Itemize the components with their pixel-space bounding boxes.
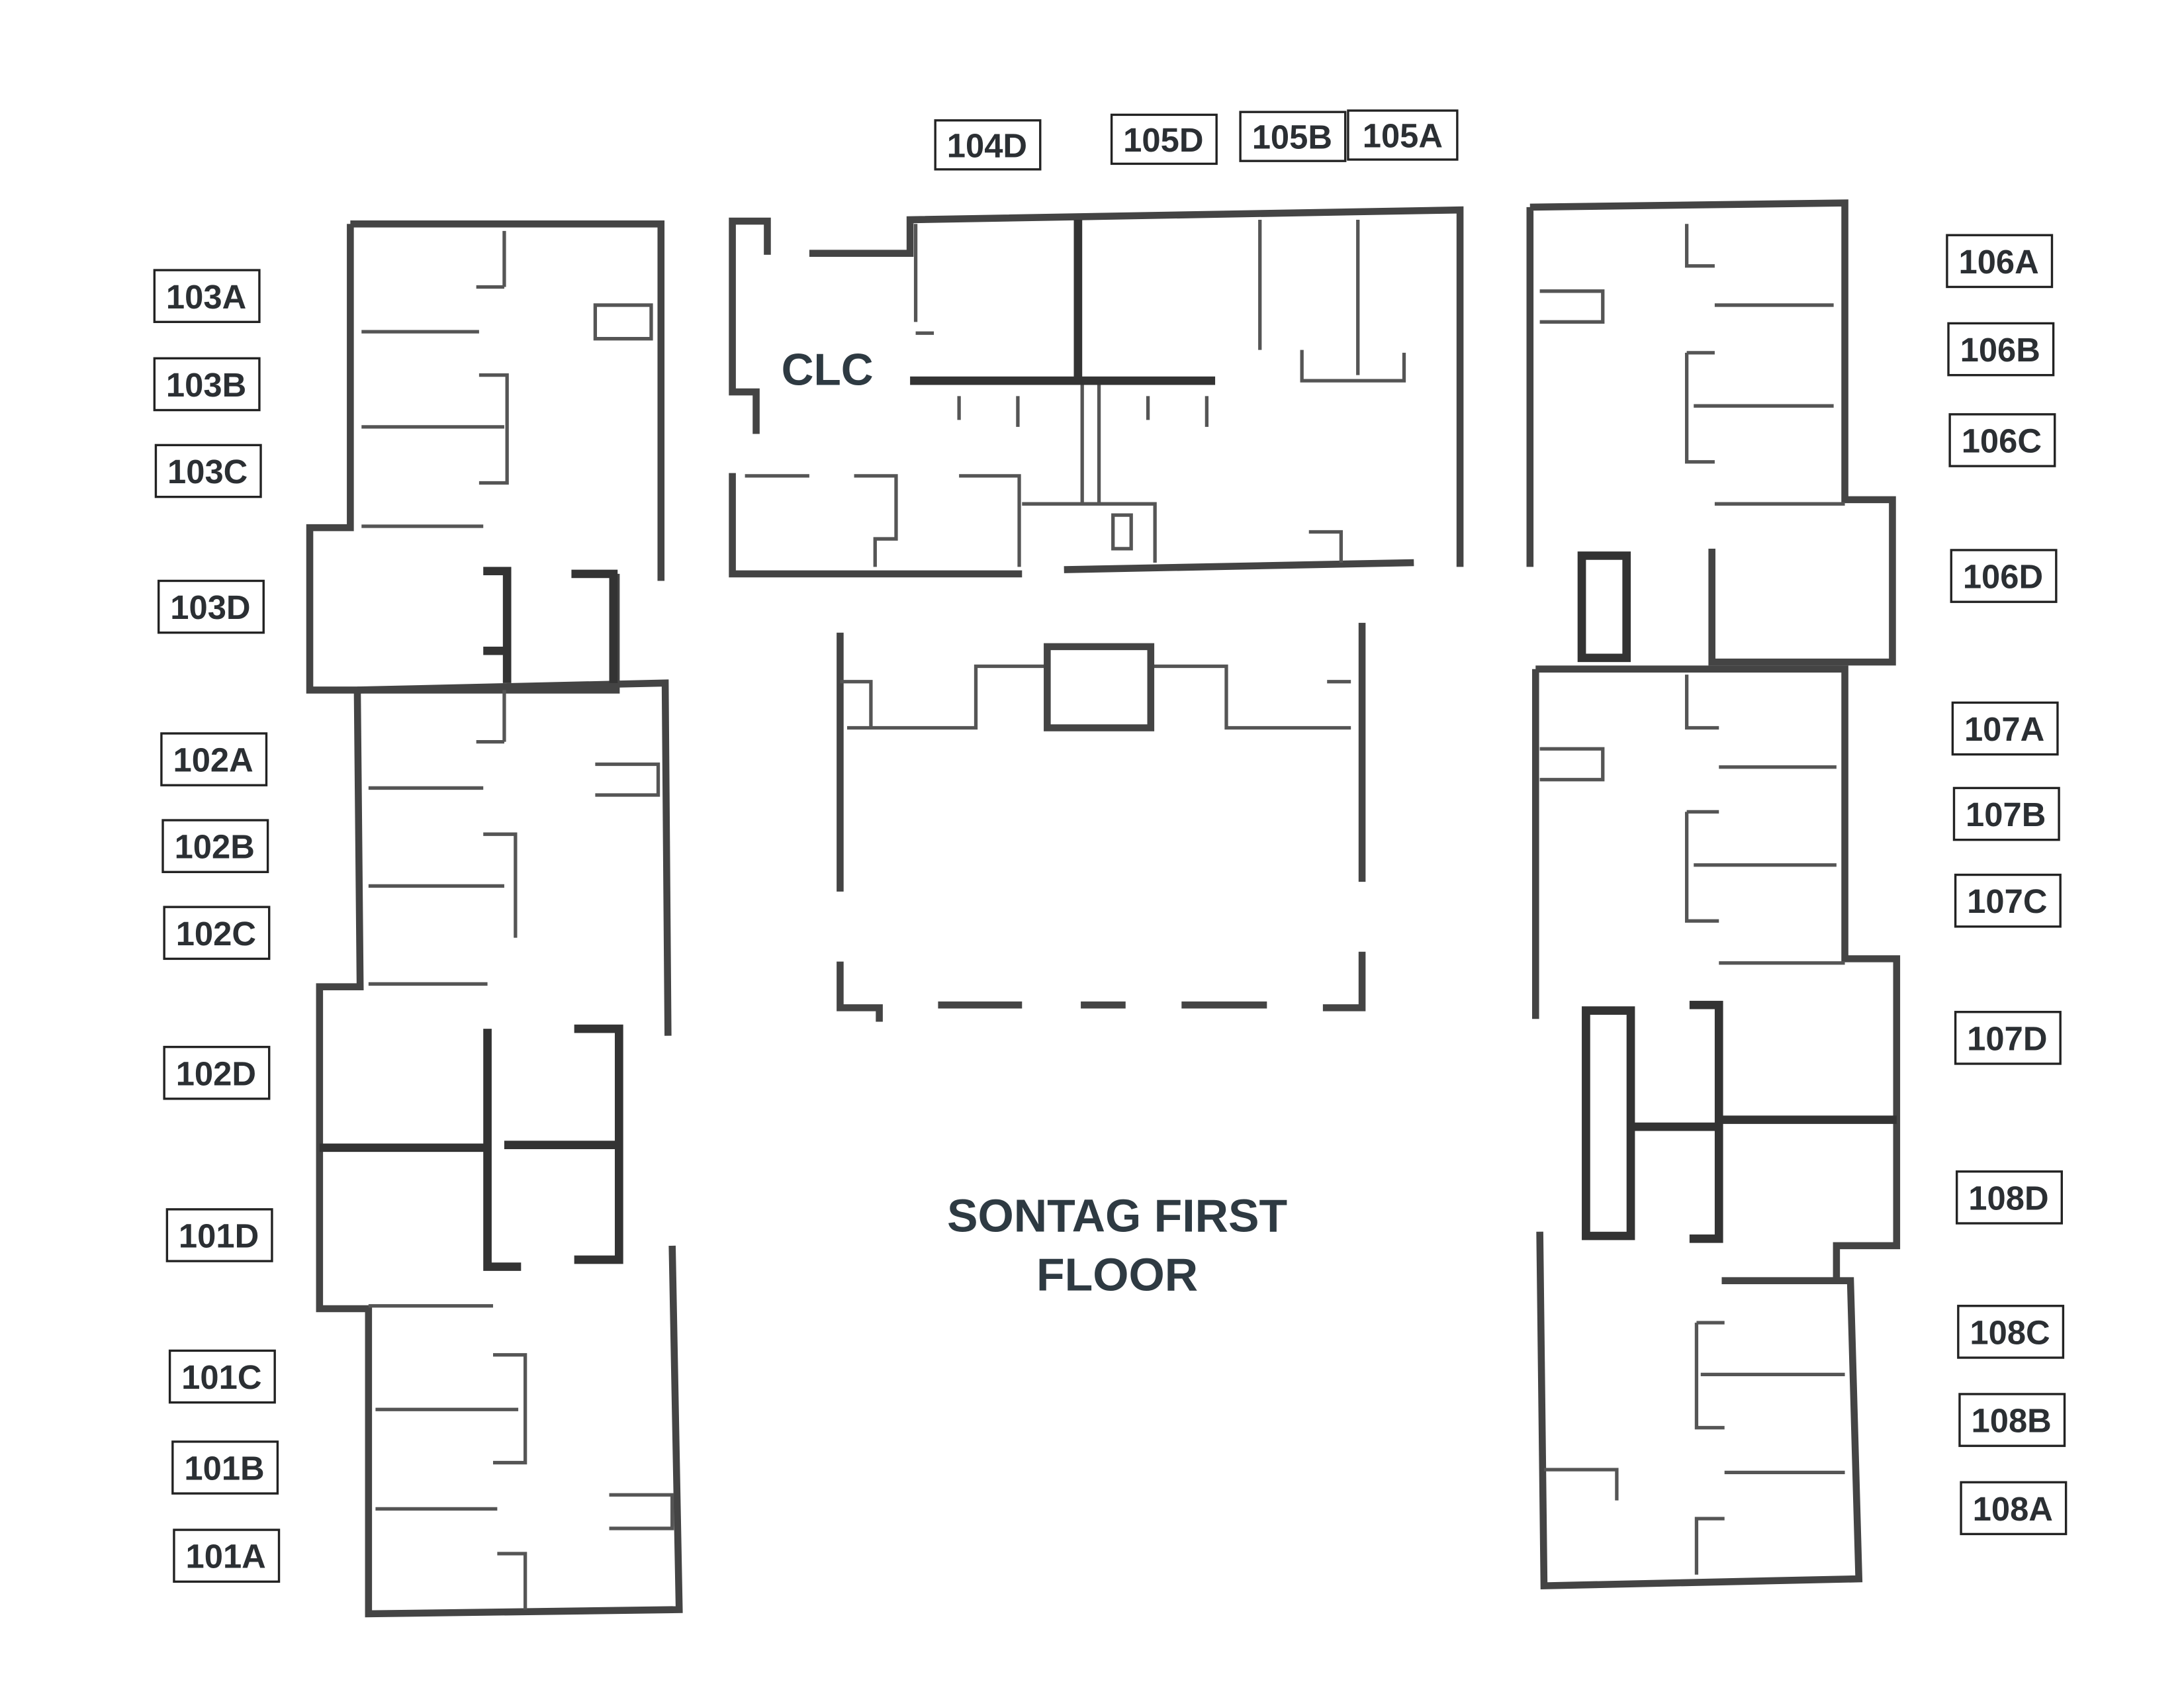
center-block-walls	[729, 206, 1464, 1022]
svg-text:101B: 101B	[184, 1450, 264, 1487]
svg-text:108D: 108D	[1968, 1179, 2048, 1217]
room-label-107B[interactable]: 107B	[1952, 786, 2060, 841]
svg-text:101C: 101C	[181, 1358, 261, 1396]
svg-text:101D: 101D	[179, 1217, 259, 1255]
room-label-103C[interactable]: 103C	[154, 444, 262, 498]
room-label-105B[interactable]: 105B	[1239, 111, 1347, 162]
right-wing-walls	[1526, 199, 1901, 1590]
room-label-108C[interactable]: 108C	[1957, 1305, 2065, 1359]
room-label-106A[interactable]: 106A	[1946, 234, 2054, 289]
svg-text:105B: 105B	[1252, 118, 1332, 156]
svg-text:105D: 105D	[1123, 121, 1203, 159]
svg-text:102B: 102B	[175, 828, 255, 866]
room-label-104D[interactable]: 104D	[934, 119, 1042, 171]
svg-text:106A: 106A	[1959, 243, 2039, 281]
room-label-105D[interactable]: 105D	[1110, 113, 1218, 165]
floor-title-line2: FLOOR	[1036, 1249, 1198, 1301]
svg-text:102D: 102D	[176, 1055, 256, 1092]
room-label-102A[interactable]: 102A	[160, 732, 268, 786]
svg-text:CLC: CLC	[782, 345, 874, 395]
svg-text:106B: 106B	[1960, 331, 2040, 369]
room-label-102D[interactable]: 102D	[163, 1045, 271, 1100]
room-label-108A[interactable]: 108A	[1960, 1481, 2068, 1536]
svg-text:108C: 108C	[1970, 1313, 2050, 1351]
room-label-101A[interactable]: 101A	[173, 1528, 281, 1583]
room-label-105A[interactable]: 105A	[1347, 109, 1459, 161]
svg-text:102A: 102A	[173, 741, 253, 779]
floor-title-line1: SONTAG FIRST	[947, 1190, 1287, 1242]
svg-text:107D: 107D	[1967, 1019, 2047, 1057]
room-label-107C[interactable]: 107C	[1954, 873, 2062, 928]
svg-text:107C: 107C	[1967, 882, 2047, 920]
room-label-106C[interactable]: 106C	[1948, 413, 2056, 467]
svg-text:107B: 107B	[1966, 796, 2046, 833]
svg-text:108A: 108A	[1973, 1490, 2053, 1528]
svg-text:103A: 103A	[166, 278, 246, 316]
svg-text:106D: 106D	[1963, 558, 2043, 596]
svg-text:106C: 106C	[1962, 422, 2042, 460]
svg-text:101A: 101A	[186, 1538, 266, 1575]
room-label-103B[interactable]: 103B	[153, 357, 261, 412]
svg-text:105A: 105A	[1363, 117, 1443, 155]
room-label-107D[interactable]: 107D	[1954, 1011, 2062, 1065]
room-label-103A[interactable]: 103A	[153, 269, 261, 324]
room-label-108B[interactable]: 108B	[1958, 1393, 2066, 1447]
room-label-108D[interactable]: 108D	[1956, 1170, 2063, 1225]
svg-text:103D: 103D	[170, 588, 250, 626]
room-label-101C[interactable]: 101C	[168, 1349, 276, 1404]
svg-text:108B: 108B	[1972, 1402, 2052, 1440]
left-wing-walls	[306, 220, 683, 1618]
svg-text:104D: 104D	[947, 126, 1027, 164]
room-label-102C[interactable]: 102C	[163, 906, 271, 961]
room-label-106D[interactable]: 106D	[1950, 549, 2058, 603]
room-label-107A[interactable]: 107A	[1951, 701, 2059, 756]
svg-text:103C: 103C	[167, 453, 248, 491]
room-label-102B[interactable]: 102B	[161, 819, 269, 873]
svg-text:107A: 107A	[1964, 710, 2044, 748]
room-label-106B[interactable]: 106B	[1947, 322, 2055, 377]
clc-label: CLC	[782, 345, 874, 395]
svg-text:102C: 102C	[176, 915, 256, 953]
svg-text:103B: 103B	[166, 366, 246, 404]
room-label-101B[interactable]: 101B	[171, 1440, 279, 1495]
room-label-103D[interactable]: 103D	[157, 579, 265, 634]
room-label-101D[interactable]: 101D	[165, 1208, 273, 1262]
